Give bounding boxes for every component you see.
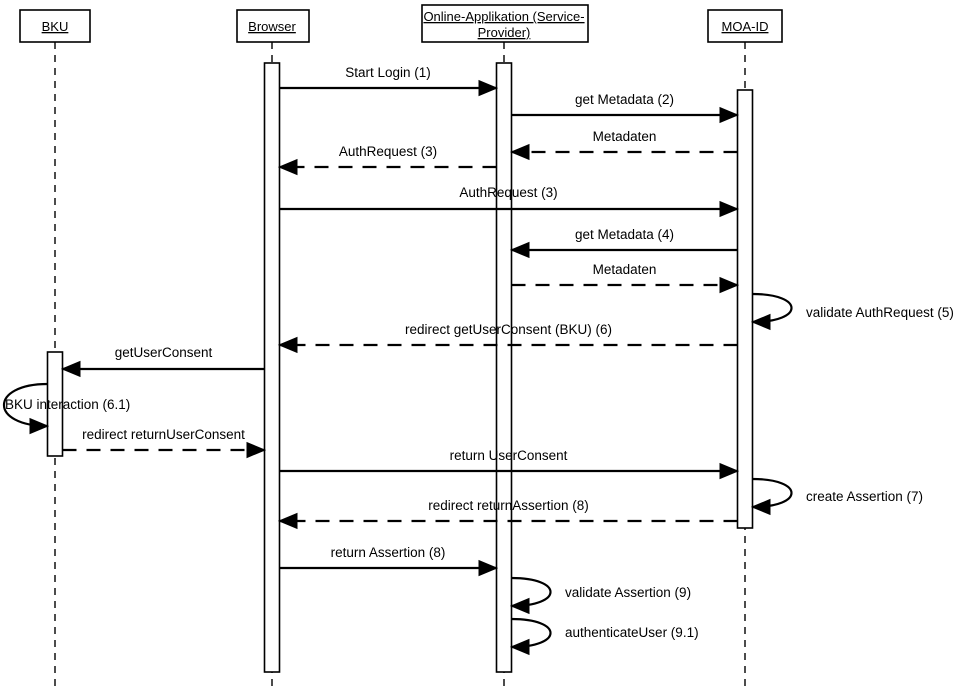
- message-4: AuthRequest (3): [277, 144, 497, 176]
- participant-sp[interactable]: Online-Applikation (Service-Provider): [421, 4, 589, 43]
- self-message-1: validate AuthRequest (5): [750, 292, 954, 331]
- self-message-loop-4: [509, 576, 552, 615]
- participant-label-bku: BKU: [42, 19, 69, 34]
- message-8: redirect getUserConsent (BKU) (6): [277, 322, 738, 354]
- message-label-2: get Metadata (2): [575, 92, 674, 107]
- participant-label-sp-line2: Provider): [478, 25, 531, 40]
- self-messages-group: validate AuthRequest (5) BKU interaction …: [3, 292, 954, 656]
- message-label-3: Metadaten: [593, 129, 657, 144]
- self-message-4: validate Assertion (9): [509, 576, 691, 615]
- self-message-loop-3: [750, 477, 793, 516]
- participant-label-browser: Browser: [248, 19, 296, 34]
- message-13: return Assertion (8): [279, 545, 499, 577]
- participant-box-moaid[interactable]: [707, 9, 783, 43]
- message-label-5: AuthRequest (3): [459, 185, 557, 200]
- activation-bars-group: [46, 62, 754, 673]
- message-9: getUserConsent: [60, 345, 265, 378]
- message-label-9: getUserConsent: [115, 345, 213, 360]
- message-2: get Metadata (2): [511, 92, 740, 124]
- message-7: Metadaten: [511, 262, 740, 294]
- activation-bar-browser: [263, 62, 281, 673]
- participant-box-sp[interactable]: [421, 4, 589, 43]
- activation-bar-sp: [495, 62, 513, 673]
- message-label-13: return Assertion (8): [331, 545, 446, 560]
- message-5: AuthRequest (3): [279, 185, 740, 218]
- self-message-loop-5: [509, 617, 552, 656]
- message-3: Metadaten: [509, 129, 738, 161]
- self-message-5: authenticateUser (9.1): [509, 617, 699, 656]
- message-12: redirect returnAssertion (8): [277, 498, 738, 530]
- message-1: Start Login (1): [279, 65, 499, 97]
- message-6: get Metadata (4): [509, 227, 738, 259]
- messages-group: Start Login (1) get Metadata (2) Metadaten…: [60, 65, 740, 577]
- message-label-1: Start Login (1): [345, 65, 431, 80]
- message-10: redirect returnUserConsent: [62, 427, 267, 459]
- message-label-11: return UserConsent: [450, 448, 568, 463]
- self-message-2: BKU interaction (6.1): [3, 382, 130, 435]
- self-message-loop-1: [750, 292, 793, 331]
- self-message-label-3: create Assertion (7): [806, 489, 923, 504]
- message-label-4: AuthRequest (3): [339, 144, 437, 159]
- participant-bku[interactable]: BKU: [19, 9, 91, 43]
- participant-browser[interactable]: Browser: [236, 9, 310, 43]
- participant-label-sp: Online-Applikation (Service-: [423, 9, 584, 24]
- message-label-10: redirect returnUserConsent: [82, 427, 245, 442]
- message-11: return UserConsent: [279, 448, 740, 480]
- activation-bar-bku: [46, 351, 64, 457]
- message-label-6: get Metadata (4): [575, 227, 674, 242]
- self-message-label-4: validate Assertion (9): [565, 585, 691, 600]
- message-label-7: Metadaten: [593, 262, 657, 277]
- participant-box-bku[interactable]: [19, 9, 91, 43]
- self-message-label-2: BKU interaction (6.1): [5, 397, 130, 412]
- message-label-8: redirect getUserConsent (BKU) (6): [405, 322, 612, 337]
- participant-box-browser[interactable]: [236, 9, 310, 43]
- activation-bar-moaid: [736, 89, 754, 529]
- self-message-loop-2: [3, 382, 50, 435]
- self-message-label-5: authenticateUser (9.1): [565, 625, 699, 640]
- participant-label-moaid: MOA-ID: [722, 19, 769, 34]
- participant-boxes-group: BKU Browser Online-Applikation (Service-Pr…: [19, 4, 783, 43]
- message-label-12: redirect returnAssertion (8): [428, 498, 589, 513]
- self-message-3: create Assertion (7): [750, 477, 923, 516]
- self-message-label-1: validate AuthRequest (5): [806, 305, 954, 320]
- participant-moaid[interactable]: MOA-ID: [707, 9, 783, 43]
